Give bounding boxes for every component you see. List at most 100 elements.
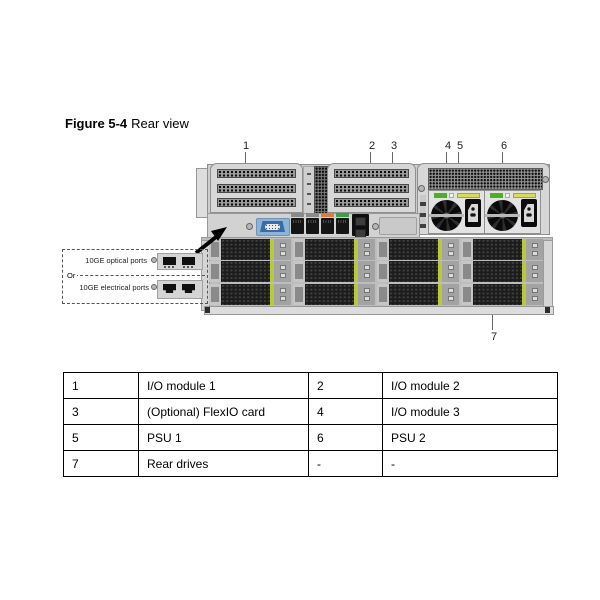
callout-number-6: 6 xyxy=(500,140,508,152)
callout-number-1: 1 xyxy=(242,140,250,152)
rear-drive-bay xyxy=(209,261,292,283)
center-vent-strip xyxy=(314,166,328,214)
figure-caption: Rear view xyxy=(131,116,189,131)
io-module-2 xyxy=(327,163,416,213)
power-inlet-icon xyxy=(465,199,481,227)
ethernet-port-icon xyxy=(321,218,334,234)
callout-number-3: 3 xyxy=(390,140,398,152)
rear-drive-bay xyxy=(376,261,460,283)
pcie-slot-vent xyxy=(217,197,296,207)
pcie-slot-vent xyxy=(217,183,296,193)
table-cell: (Optional) FlexIO card xyxy=(138,398,309,425)
bottom-rail xyxy=(204,306,554,315)
rear-drive-bay xyxy=(209,238,292,260)
rear-view-diagram: 1 2 3 4 5 6 7 xyxy=(0,0,600,360)
table-cell: I/O module 2 xyxy=(382,372,558,399)
rear-drive-bay xyxy=(376,238,460,260)
psu-fan-icon xyxy=(429,200,464,231)
table-cell: - xyxy=(308,450,383,477)
table-cell: Rear drives xyxy=(138,450,309,477)
table-cell: 7 xyxy=(63,450,139,477)
table-cell: I/O module 3 xyxy=(382,398,558,425)
vga-port xyxy=(256,218,290,236)
rear-drive-bay xyxy=(292,238,376,260)
figure-label: Figure 5-4 xyxy=(65,116,128,131)
usb-ports-icon xyxy=(352,214,369,238)
pcie-slot-vent xyxy=(334,183,409,193)
callout-number-2: 2 xyxy=(368,140,376,152)
optical-ports-icon xyxy=(157,253,203,270)
ethernet-port-icon xyxy=(306,218,319,234)
port-label-green xyxy=(336,213,349,217)
ethernet-port-icon xyxy=(291,218,304,234)
flexio-card-blank xyxy=(379,217,417,235)
rear-drive-bay xyxy=(460,238,543,260)
psu-handle xyxy=(457,193,480,198)
table-cell: 5 xyxy=(63,424,139,451)
screw-icon xyxy=(542,176,549,183)
callout-line-7 xyxy=(492,300,493,330)
flexio-option-note: 10GE optical ports Or 10GE electrical po… xyxy=(62,249,208,304)
chassis-label-strip xyxy=(303,166,315,214)
table-cell: PSU 2 xyxy=(382,424,558,451)
table-cell: 3 xyxy=(63,398,139,425)
port-label xyxy=(306,213,319,217)
note-divider xyxy=(75,275,205,276)
psu-status-label xyxy=(434,193,447,198)
power-inlet-icon xyxy=(521,199,537,227)
table-cell: 2 xyxy=(308,372,383,399)
psu-handle xyxy=(513,193,536,198)
rear-drive-bay xyxy=(209,283,292,306)
screw-icon xyxy=(246,223,253,230)
psu-fan-icon xyxy=(485,200,520,231)
rear-drive-bay xyxy=(376,283,460,306)
vga-connector xyxy=(260,221,285,232)
callout-number-4: 4 xyxy=(444,140,452,152)
electrical-ports-label: 10GE electrical ports xyxy=(79,283,149,292)
optical-ports-label: 10GE optical ports xyxy=(85,256,147,265)
io-module-3-vent xyxy=(428,168,543,190)
table-cell: PSU 1 xyxy=(138,424,309,451)
psu-latch-strip xyxy=(420,195,426,228)
table-cell: 4 xyxy=(308,398,383,425)
screw-icon xyxy=(151,284,157,290)
pcie-slot-vent xyxy=(334,197,409,207)
psu-2 xyxy=(484,190,541,234)
electrical-ports-icon xyxy=(157,280,203,299)
right-flange xyxy=(543,240,553,311)
port-label-orange xyxy=(321,213,334,217)
note-arrow-icon xyxy=(194,227,227,255)
pcie-slot-vent xyxy=(217,169,296,179)
chassis-foot xyxy=(205,307,210,313)
port-label xyxy=(291,213,304,217)
drive-grid xyxy=(209,238,543,306)
psu-chip-label xyxy=(505,193,510,198)
rear-drive-bay xyxy=(292,283,376,306)
table-cell: I/O module 1 xyxy=(138,372,309,399)
callout-number-5: 5 xyxy=(456,140,464,152)
io-module-1 xyxy=(210,163,303,213)
or-label: Or xyxy=(65,271,78,280)
psu-1 xyxy=(428,190,485,234)
psu-chip-label xyxy=(449,193,454,198)
psu-status-label xyxy=(490,193,503,198)
rear-drive-bay xyxy=(460,283,543,306)
rear-drive-bay xyxy=(292,261,376,283)
pcie-slot-vent xyxy=(334,169,409,179)
table-cell: - xyxy=(382,450,558,477)
callout-number-7: 7 xyxy=(490,331,498,343)
rear-drive-bay xyxy=(460,261,543,283)
screw-icon xyxy=(372,223,379,230)
screw-icon xyxy=(418,185,425,192)
chassis-foot xyxy=(545,307,550,313)
screw-icon xyxy=(151,257,157,263)
table-cell: 6 xyxy=(308,424,383,451)
ethernet-port-icon xyxy=(336,218,349,234)
table-cell: 1 xyxy=(63,372,139,399)
